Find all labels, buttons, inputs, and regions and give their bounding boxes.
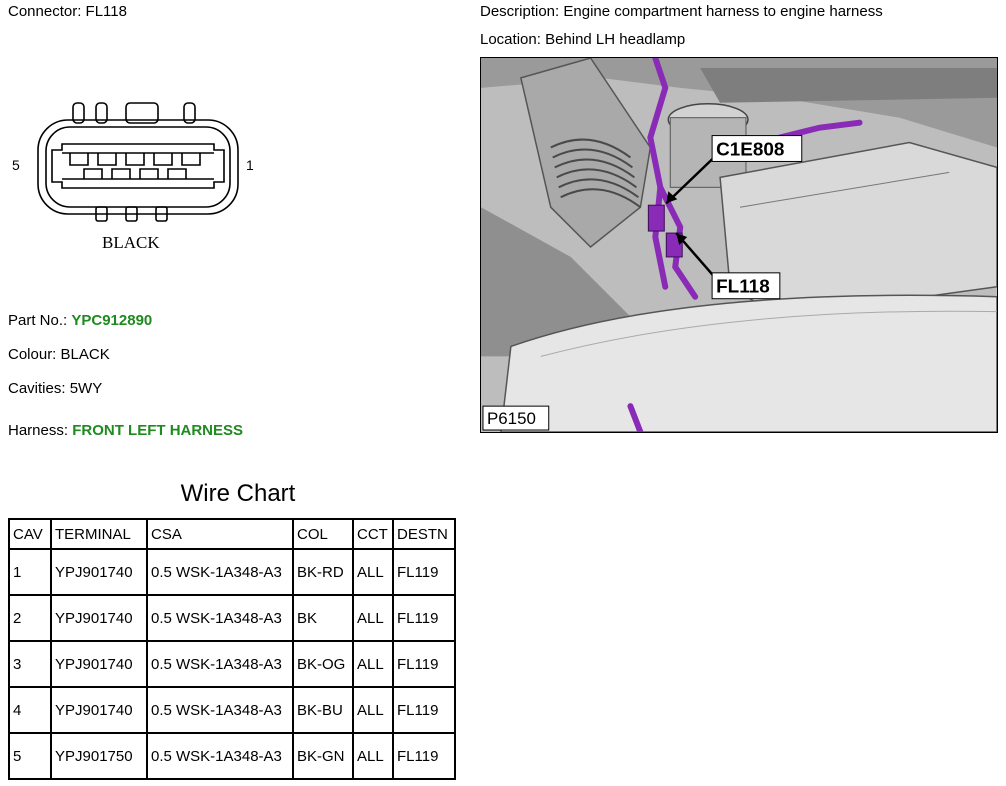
- connector-latch: [95, 102, 108, 124]
- cavities-label: Cavities:: [8, 380, 66, 397]
- table-header-row: CAV TERMINAL CSA COL CCT DESTN: [8, 518, 456, 550]
- part-link[interactable]: YPC912890: [71, 312, 153, 329]
- cell-col: BK-BU: [292, 686, 354, 734]
- connector-latch: [125, 102, 159, 124]
- header-terminal: TERMINAL: [50, 518, 148, 550]
- cell-cav: 2: [8, 594, 52, 642]
- header-csa: CSA: [146, 518, 294, 550]
- table-row: 4 YPJ901740 0.5 WSK-1A348-A3 BK-BU ALL F…: [8, 686, 456, 734]
- cell-csa: 0.5 WSK-1A348-A3: [146, 594, 294, 642]
- cell-destn: FL119: [392, 594, 456, 642]
- cell-csa: 0.5 WSK-1A348-A3: [146, 686, 294, 734]
- connector-outer-shell: [37, 119, 239, 215]
- table-row: 2 YPJ901740 0.5 WSK-1A348-A3 BK ALL FL11…: [8, 594, 456, 642]
- connector-face-diagram: 5 1 BLACK: [12, 102, 254, 252]
- cell-destn: FL119: [392, 732, 456, 780]
- table-row: 5 YPJ901750 0.5 WSK-1A348-A3 BK-GN ALL F…: [8, 732, 456, 780]
- wire-chart-table: CAV TERMINAL CSA COL CCT DESTN 1 YPJ9017…: [8, 518, 456, 780]
- cell-col: BK: [292, 594, 354, 642]
- cavities: Cavities: 5WY: [8, 380, 102, 397]
- colour: Colour: BLACK: [8, 346, 110, 363]
- connector-latch: [183, 102, 196, 124]
- cell-cav: 1: [8, 548, 52, 596]
- cell-csa: 0.5 WSK-1A348-A3: [146, 640, 294, 688]
- connector-key: [155, 206, 168, 222]
- cavities-value: 5WY: [69, 380, 103, 397]
- part-label: Part No.:: [8, 312, 68, 329]
- harness-link[interactable]: FRONT LEFT HARNESS: [72, 422, 244, 439]
- location-value: Behind LH headlamp: [545, 31, 686, 48]
- connector-label: Connector:: [8, 3, 82, 20]
- cell-cav: 4: [8, 686, 52, 734]
- header-destn: DESTN: [392, 518, 456, 550]
- cell-col: BK-GN: [292, 732, 354, 780]
- callout-c1e808: C1E808: [716, 139, 784, 160]
- engine-bay-illustration: C1E808 FL118 P6150: [481, 58, 997, 432]
- location-photo: C1E808 FL118 P6150: [480, 57, 998, 433]
- cell-col: BK-RD: [292, 548, 354, 596]
- cell-cav: 5: [8, 732, 52, 780]
- cell-terminal: YPJ901740: [50, 548, 148, 596]
- cell-terminal: YPJ901740: [50, 640, 148, 688]
- location: Location: Behind LH headlamp: [480, 31, 685, 48]
- connector-key: [95, 206, 108, 222]
- connector-inner-shell: [45, 126, 231, 208]
- header-col: COL: [292, 518, 354, 550]
- cell-cct: ALL: [352, 594, 394, 642]
- location-label: Location:: [480, 31, 541, 48]
- colour-value: BLACK: [60, 346, 110, 363]
- cell-cav: 3: [8, 640, 52, 688]
- cell-cct: ALL: [352, 686, 394, 734]
- table-row: 3 YPJ901740 0.5 WSK-1A348-A3 BK-OG ALL F…: [8, 640, 456, 688]
- pin-label-right: 1: [246, 157, 254, 173]
- part-number: Part No.: YPC912890: [8, 312, 152, 329]
- header-cav: CAV: [8, 518, 52, 550]
- cell-terminal: YPJ901740: [50, 594, 148, 642]
- harness: Harness: FRONT LEFT HARNESS: [8, 422, 243, 439]
- colour-label: Colour:: [8, 346, 57, 363]
- cell-cct: ALL: [352, 732, 394, 780]
- cell-cct: ALL: [352, 640, 394, 688]
- description-value: Engine compartment harness to engine har…: [563, 3, 883, 20]
- connector-title: Connector: FL118: [8, 3, 127, 20]
- cell-terminal: YPJ901750: [50, 732, 148, 780]
- connector-color-text: BLACK: [102, 233, 160, 252]
- connector-body: [51, 143, 225, 189]
- header-cct: CCT: [352, 518, 394, 550]
- cell-destn: FL119: [392, 640, 456, 688]
- cell-csa: 0.5 WSK-1A348-A3: [146, 732, 294, 780]
- cell-cct: ALL: [352, 548, 394, 596]
- connector-cavities-top: [69, 153, 201, 166]
- cell-csa: 0.5 WSK-1A348-A3: [146, 548, 294, 596]
- description-label: Description:: [480, 3, 560, 20]
- connector-value: FL118: [85, 3, 127, 20]
- cell-destn: FL119: [392, 548, 456, 596]
- harness-label: Harness:: [8, 422, 69, 439]
- photo-ref: P6150: [487, 409, 536, 428]
- pin-label-left: 5: [12, 157, 20, 173]
- cell-terminal: YPJ901740: [50, 686, 148, 734]
- connector-cavities-bottom: [83, 168, 187, 179]
- description: Description: Engine compartment harness …: [480, 3, 883, 20]
- wire-chart-title: Wire Chart: [180, 480, 296, 507]
- cell-destn: FL119: [392, 686, 456, 734]
- connector-latch: [72, 102, 85, 124]
- cell-col: BK-OG: [292, 640, 354, 688]
- callout-fl118: FL118: [716, 277, 770, 298]
- table-row: 1 YPJ901740 0.5 WSK-1A348-A3 BK-RD ALL F…: [8, 548, 456, 596]
- connector-key: [125, 206, 138, 222]
